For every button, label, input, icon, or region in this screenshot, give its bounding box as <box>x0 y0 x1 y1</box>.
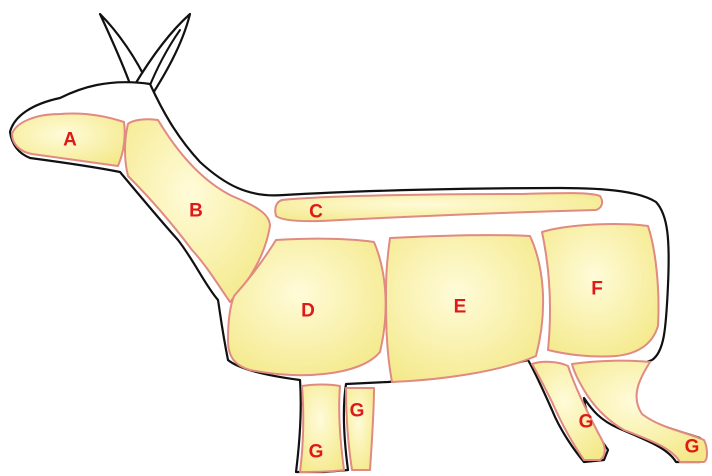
cut-label-g3: G <box>579 412 594 433</box>
cut-label-c: C <box>309 202 323 223</box>
cut-label-e: E <box>454 297 467 318</box>
cut-label-d: D <box>301 301 315 322</box>
cut-label-g4: G <box>685 437 700 458</box>
cut-label-g2: G <box>350 401 365 422</box>
cut-label-g1: G <box>309 442 324 463</box>
cut-label-a: A <box>63 130 77 151</box>
cut-label-f: F <box>591 279 603 300</box>
cut-label-b: B <box>189 201 203 222</box>
